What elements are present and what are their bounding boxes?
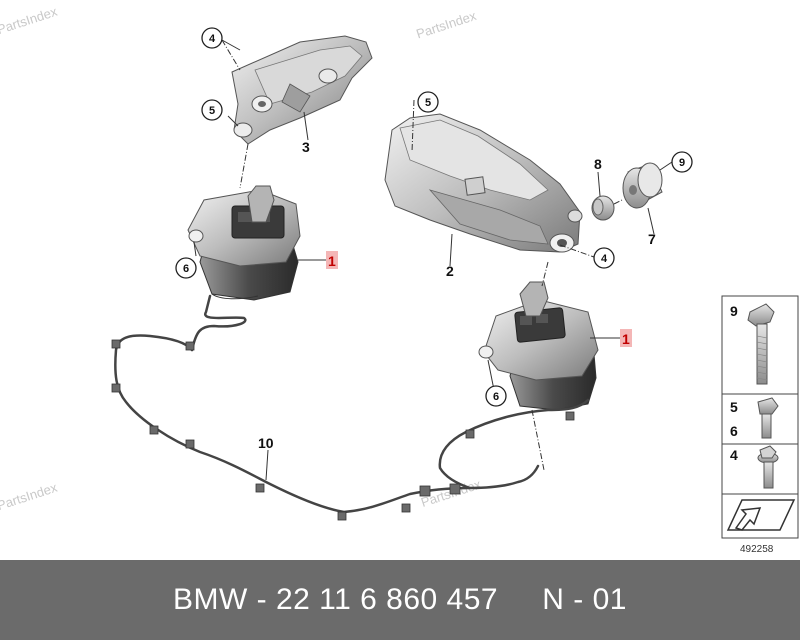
nut-part (591, 195, 615, 221)
callout-bracket-left: 3 (302, 139, 310, 155)
engine-bracket-left (231, 35, 373, 145)
svg-text:5: 5 (425, 97, 431, 109)
svg-text:6: 6 (183, 263, 189, 275)
circle-callout-grommet-left: 6 (175, 257, 197, 279)
engine-mount-left (187, 185, 301, 301)
arrow-symbol-icon (726, 499, 796, 531)
callout-mount-left: 1 (328, 253, 336, 269)
engine-mount-right (478, 281, 599, 411)
circle-callout-damper-bolt: 9 (671, 151, 693, 173)
callout-leaders (193, 39, 673, 481)
bolt-short-icon (757, 397, 779, 439)
svg-text:6: 6 (493, 391, 499, 403)
callout-nut: 8 (594, 156, 602, 172)
svg-text:5: 5 (209, 105, 215, 117)
watermark-top-center: PartsIndex (414, 8, 478, 42)
footer-part-number: BMW - 22 11 6 860 457 (172, 583, 499, 616)
callout-damper: 7 (648, 231, 656, 247)
legend-label-bolt-9: 9 (730, 303, 738, 319)
bolt-long-icon (747, 303, 775, 385)
parts-diagram: PartsIndex PartsIndex PartsIndex PartsIn… (0, 4, 799, 555)
circle-callout-bolt-right: 4 (593, 247, 615, 269)
circle-callout-bolt-top-left: 4 (201, 27, 223, 49)
watermark-bottom-left: PartsIndex (0, 480, 59, 514)
callout-mount-right: 1 (622, 331, 630, 347)
circle-callout-grommet-right: 6 (485, 385, 507, 407)
engine-bracket-right (384, 113, 583, 253)
svg-text:9: 9 (679, 157, 685, 169)
bolt-flange-icon (757, 445, 779, 489)
svg-text:4: 4 (209, 33, 216, 45)
highlight-mount-left: 1 (326, 251, 338, 269)
callout-hose: 10 (258, 435, 274, 451)
hose-clips (111, 339, 575, 521)
circle-callout-bolt-top-right: 5 (417, 91, 439, 113)
assembly-lines (221, 39, 623, 471)
callout-bracket-right: 2 (446, 263, 454, 279)
circle-callout-bolt-mid-left: 5 (201, 99, 223, 121)
legend-label-bolt-4: 4 (730, 447, 738, 463)
diagram-canvas: PartsIndex PartsIndex PartsIndex PartsIn… (0, 4, 799, 555)
svg-text:4: 4 (601, 253, 608, 265)
part-number-footer: BMW - 22 11 6 860 457 N - 01 (0, 560, 800, 640)
image-number: 492258 (740, 544, 774, 555)
watermark-top-left: PartsIndex (0, 4, 59, 38)
footer-note: N - 01 (542, 583, 627, 616)
damper-part (622, 162, 663, 209)
legend-label-bolt-6: 6 (730, 423, 738, 439)
legend-label-bolt-5: 5 (730, 399, 738, 415)
highlight-mount-right: 1 (620, 329, 632, 347)
fastener-legend: 9 5 6 4 492258 (721, 295, 799, 555)
